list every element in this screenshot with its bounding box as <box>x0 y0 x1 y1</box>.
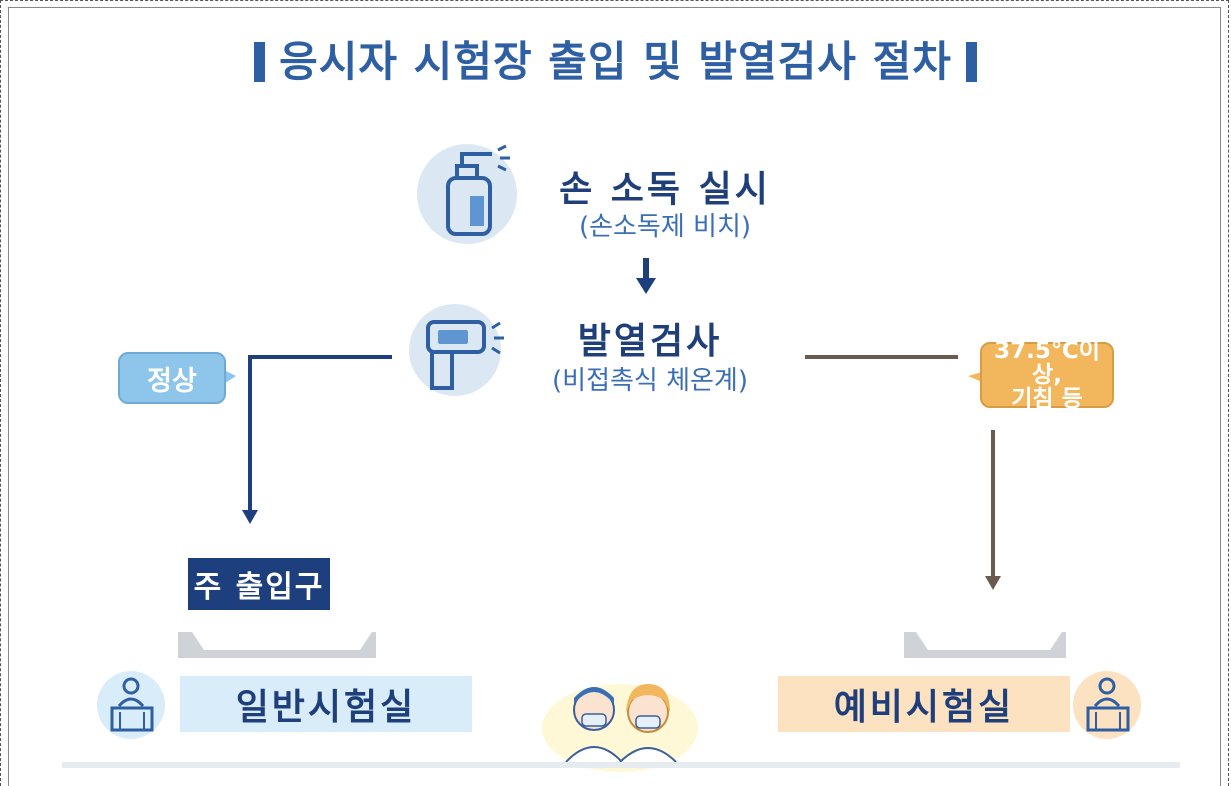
diagram-title: 응시자 시험장 출입 및 발열검사 절차 <box>0 28 1231 89</box>
normal-result-label: 정상 <box>147 365 197 397</box>
down-arrow-icon <box>636 258 656 294</box>
thermometer-icon <box>409 304 504 396</box>
spare-exam-room: 예비시험실 <box>778 676 1070 732</box>
normal-bubble-tail <box>224 370 236 384</box>
fever-check-step-subtitle: (비접촉식 체온계) <box>552 366 748 396</box>
title-bar-right <box>965 42 977 82</box>
floor-line <box>62 762 1180 768</box>
sanitize-step-title: 손 소독 실시 <box>559 169 771 210</box>
general-exam-room-label: 일반시험실 <box>235 687 417 728</box>
sanitize-step-subtitle: (손소독제 비치) <box>578 212 752 242</box>
desk-person-icon-left <box>97 671 165 739</box>
fever-bubble-tail <box>968 372 982 382</box>
inner-border <box>8 7 1221 786</box>
title-text: 응시자 시험장 출입 및 발열검사 절차 <box>279 37 952 86</box>
fever-check-step-title: 발열검사 <box>577 321 723 362</box>
masked-people-icon <box>542 684 698 772</box>
fever-result-label-line2: 기침 등 <box>1011 386 1083 413</box>
spare-exam-room-label: 예비시험실 <box>833 687 1015 728</box>
main-entrance-label: 주 출입구 <box>188 558 330 610</box>
fever-result-label-line1: 37.5℃이상, <box>994 337 1100 388</box>
hand-sanitizer-icon <box>417 144 517 244</box>
desk-person-icon-right <box>1073 671 1141 739</box>
normal-branch-connector <box>242 355 392 524</box>
fever-result-bubble: 37.5℃이상, 기침 등 <box>980 337 1114 413</box>
abnormal-branch-connector <box>805 355 1001 590</box>
main-door <box>178 632 376 658</box>
title-bar-left <box>254 42 266 82</box>
normal-result-bubble: 정상 <box>118 352 226 404</box>
general-exam-room: 일반시험실 <box>180 676 472 732</box>
spare-door <box>904 632 1066 658</box>
